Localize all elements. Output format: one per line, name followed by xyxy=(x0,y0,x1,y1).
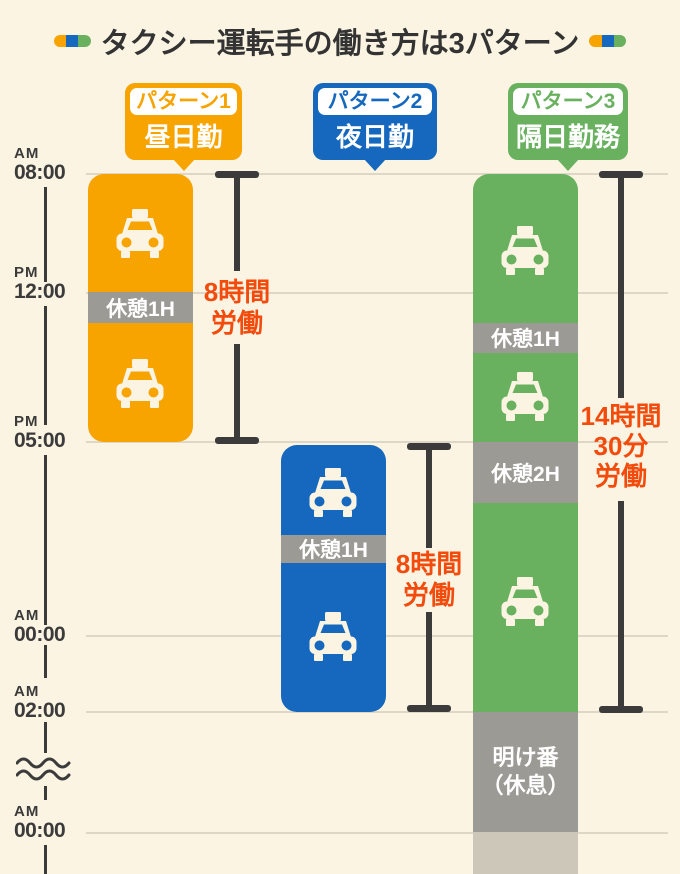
axis-tick-am0000-next: AM 00:00 xyxy=(14,803,66,843)
pattern1-tag: パターン1 xyxy=(130,88,237,115)
pattern3-callout: パターン3 隔日勤務 xyxy=(508,83,628,160)
tick-time: 02:00 xyxy=(14,699,66,722)
pattern1-break-band: 休憩1H xyxy=(88,292,193,323)
pattern2-break-band: 休憩1H xyxy=(281,535,386,563)
tricolor-dash-left-icon xyxy=(53,35,91,47)
tick-time: 08:00 xyxy=(14,161,66,184)
page-title: タクシー運転手の働き方は3パターン xyxy=(100,28,580,60)
pattern3-break1-band: 休憩1H xyxy=(473,323,578,353)
tick-time: 12:00 xyxy=(14,280,66,303)
header: タクシー運転手の働き方は3パターン xyxy=(0,22,680,60)
pattern3-rest-section: 明け番 （休息） xyxy=(473,712,578,832)
gridline-pm1200 xyxy=(86,292,668,294)
pattern1-bar: 休憩1H xyxy=(88,174,193,442)
axis-break-icon xyxy=(16,757,71,781)
taxi-icon xyxy=(110,358,170,410)
pattern3-rest-fade xyxy=(473,832,578,874)
break-label: 休憩1H xyxy=(106,297,175,321)
break-label: 休憩1H xyxy=(299,539,368,562)
tick-period: AM xyxy=(14,607,40,624)
tick-time: 00:00 xyxy=(14,623,66,646)
pattern2-duration-bracket: 8時間 労働 xyxy=(396,443,462,712)
taxi-icon xyxy=(495,576,555,628)
axis-tick-am0000: AM 00:00 xyxy=(14,607,66,647)
tick-time: 00:00 xyxy=(14,819,66,842)
pattern1-shift-label: 昼日勤 xyxy=(144,122,223,152)
pattern3-shift-label: 隔日勤務 xyxy=(515,122,620,152)
taxi-icon xyxy=(495,225,555,277)
pattern3-break2-band: 休憩2H xyxy=(473,442,578,503)
axis-tick-am0200: AM 02:00 xyxy=(14,683,66,723)
break-label: 休憩1H xyxy=(491,328,560,351)
tricolor-dash-right-icon xyxy=(589,35,627,47)
pattern2-duration-label: 8時間 労働 xyxy=(395,549,463,610)
taxi-icon xyxy=(110,208,170,260)
rest-label-line1: 明け番 xyxy=(492,745,559,770)
pattern1-callout: パターン1 昼日勤 xyxy=(125,83,242,160)
taxi-icon xyxy=(495,371,555,423)
axis-line-segment xyxy=(44,722,47,753)
tick-time: 05:00 xyxy=(14,429,66,452)
taxi-icon xyxy=(303,467,363,519)
tick-period: PM xyxy=(14,413,39,430)
pattern1-duration-label: 8時間 労働 xyxy=(203,277,271,338)
gridline-am0000-next xyxy=(86,832,668,834)
pattern3-duration-label: 14時間 30分 労働 xyxy=(580,401,662,491)
axis-line-segment xyxy=(44,187,47,282)
tick-period: PM xyxy=(14,264,39,281)
tick-period: AM xyxy=(14,145,40,162)
axis-line-segment xyxy=(44,645,47,678)
axis-line-segment xyxy=(44,786,47,800)
pattern2-callout: パターン2 夜日勤 xyxy=(313,83,437,160)
axis-tick-pm1200: PM 12:00 xyxy=(14,264,66,304)
tick-period: AM xyxy=(14,683,40,700)
pattern1-duration-bracket: 8時間 労働 xyxy=(204,171,270,444)
gridline-pm0500 xyxy=(86,441,668,443)
pattern3-tag: パターン3 xyxy=(513,88,623,115)
axis-tick-am0800: AM 08:00 xyxy=(14,145,66,185)
pattern3-duration-bracket: 14時間 30分 労働 xyxy=(581,171,661,713)
gridline-am0200 xyxy=(86,711,668,713)
taxi-icon xyxy=(303,611,363,663)
pattern2-tag: パターン2 xyxy=(318,88,432,115)
pattern3-bar: 休憩1H 休憩2H xyxy=(473,174,578,712)
tick-period: AM xyxy=(14,803,40,820)
gridline-am0800 xyxy=(86,173,668,175)
break-label: 休憩2H xyxy=(491,462,560,486)
axis-line-segment xyxy=(44,455,47,625)
pattern2-bar: 休憩1H xyxy=(281,445,386,712)
axis-tick-pm0500: PM 05:00 xyxy=(14,413,66,453)
pattern2-shift-label: 夜日勤 xyxy=(335,122,414,152)
axis-line-segment xyxy=(44,306,47,425)
rest-label-line2: （休息） xyxy=(481,773,570,798)
axis-line-segment xyxy=(44,845,47,874)
